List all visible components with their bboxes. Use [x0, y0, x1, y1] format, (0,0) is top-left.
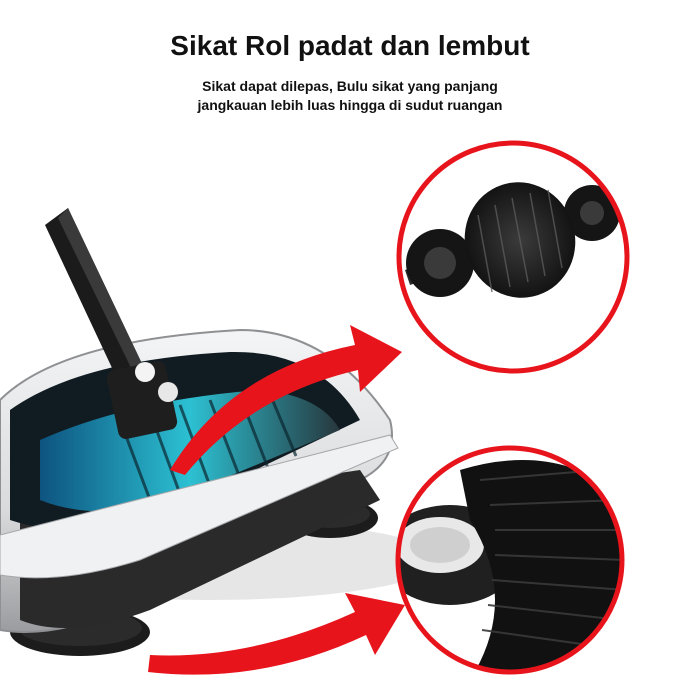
front-bumper [0, 434, 399, 579]
arrow-to-side-brush-closeup [148, 593, 405, 675]
side-brush-closeup [395, 445, 625, 675]
subtitle-line-2: jangkauan lebih luas hingga di sudut rua… [197, 97, 503, 113]
subtitle-line-1: Sikat dapat dilepas, Bulu sikat yang pan… [202, 78, 498, 94]
roller-brush-closeup [396, 140, 630, 374]
handle [45, 208, 178, 439]
arrow-to-roller-closeup [170, 325, 402, 475]
headline: Sikat Rol padat dan lembut [170, 30, 530, 61]
roller-bristle-lines [118, 393, 298, 501]
